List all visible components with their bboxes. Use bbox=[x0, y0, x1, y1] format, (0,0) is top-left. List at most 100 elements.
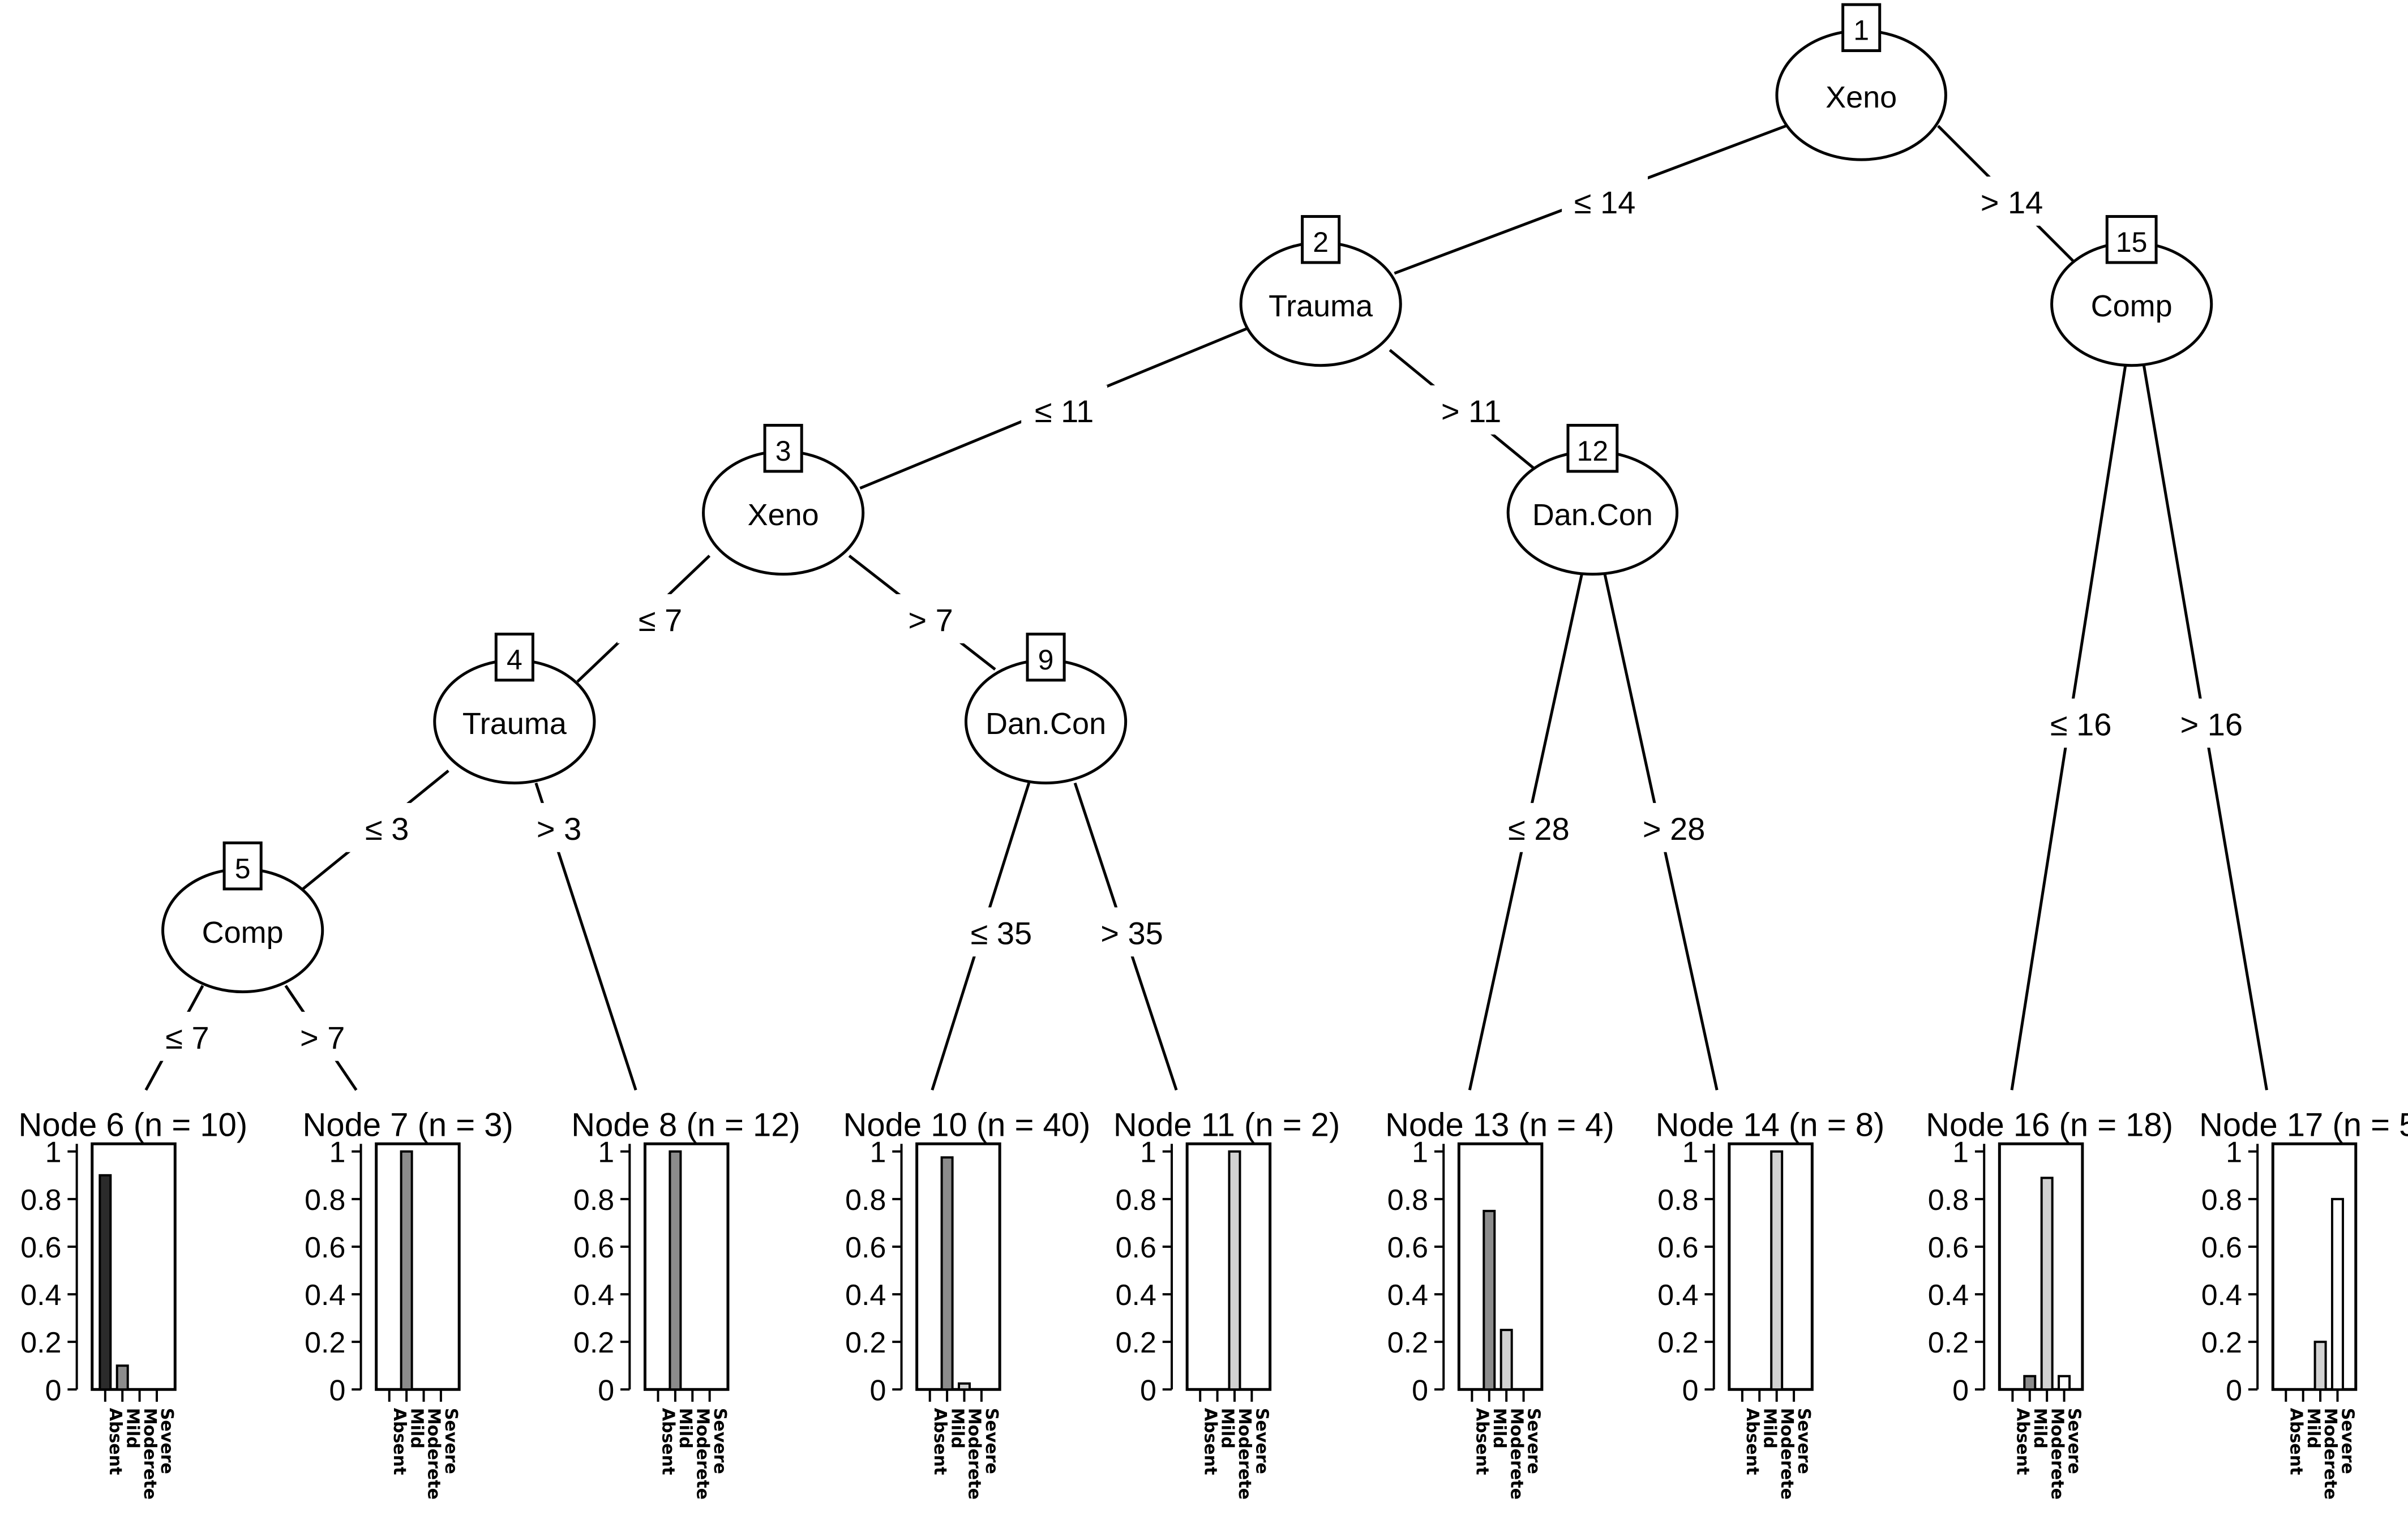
leaf-y-tick-label: 0.6 bbox=[1928, 1231, 1969, 1264]
leaf-category-label: Mild bbox=[406, 1408, 426, 1449]
leaf-y-tick-label: 0 bbox=[45, 1374, 62, 1407]
node-id-box bbox=[763, 424, 803, 473]
bar-mild bbox=[940, 1156, 954, 1391]
node-label: Xeno bbox=[1826, 80, 1897, 114]
leaf-category-label: Moderete bbox=[140, 1408, 160, 1500]
leaf-y-tick-label: 0.4 bbox=[573, 1279, 614, 1312]
leaf-y-tick-label: 1 bbox=[1682, 1136, 1699, 1169]
bar-moderete bbox=[2313, 1341, 2327, 1391]
leaf-y-tick-label: 0 bbox=[329, 1374, 346, 1407]
node-id: 4 bbox=[507, 644, 522, 676]
leaf-y-tick-label: 0.6 bbox=[845, 1231, 886, 1264]
bar-mild bbox=[669, 1150, 682, 1391]
leaf-title: Node 17 (n = 5) bbox=[2199, 1107, 2408, 1144]
edge-label-9-11: > 35 bbox=[1100, 916, 1163, 951]
edge-label-bg bbox=[888, 594, 974, 643]
leaf-y-tick-label: 1 bbox=[2226, 1136, 2242, 1169]
node-label: Xeno bbox=[748, 498, 819, 532]
leaf-category-label: Severe bbox=[1794, 1408, 1814, 1474]
leaf-title: Node 8 (n = 12) bbox=[571, 1107, 800, 1144]
leaf-y-tick-label: 0.8 bbox=[1116, 1184, 1156, 1217]
leaf-y-tick-label: 0.4 bbox=[1657, 1279, 1698, 1312]
leaf-category-label: Severe bbox=[982, 1408, 1001, 1474]
node-id-box bbox=[1566, 424, 1619, 473]
leaf-title: Node 7 (n = 3) bbox=[302, 1107, 513, 1144]
leaf-title: Node 13 (n = 4) bbox=[1385, 1107, 1614, 1144]
leaf-category-label: Absent bbox=[2286, 1408, 2306, 1475]
edge-label-5-6: ≤ 7 bbox=[165, 1020, 209, 1055]
edge-label-2-12: > 11 bbox=[1441, 393, 1501, 429]
edge-label-bg bbox=[617, 594, 704, 643]
leaf-category-label: Absent bbox=[1472, 1408, 1492, 1475]
bar-mild bbox=[400, 1150, 413, 1391]
leaf-y-tick-label: 0 bbox=[1140, 1374, 1156, 1407]
leaf-category-label: Severe bbox=[157, 1408, 177, 1474]
edge-label-4-5: ≤ 3 bbox=[365, 811, 409, 847]
leaf-title: Node 10 (n = 40) bbox=[843, 1107, 1090, 1144]
edge-label-bg bbox=[958, 907, 1044, 957]
node-id: 15 bbox=[2116, 226, 2148, 258]
edge-label-bg bbox=[144, 1011, 230, 1061]
edge-label-12-14: > 28 bbox=[1643, 811, 1706, 847]
leaf-y-tick-label: 0.4 bbox=[20, 1279, 61, 1312]
bar-moderete bbox=[958, 1382, 971, 1391]
inner-nodes: Xeno1Trauma2Xeno3Trauma4Comp5Dan.Con9Dan… bbox=[161, 3, 2213, 994]
leaf-y-tick-label: 1 bbox=[1140, 1136, 1156, 1169]
edge-label-bg bbox=[1089, 907, 1175, 957]
edge-label-12-13: ≤ 28 bbox=[1508, 811, 1570, 847]
node-id-box bbox=[2105, 215, 2158, 264]
node-label: Comp bbox=[202, 916, 284, 950]
leaf-y-tick-label: 0 bbox=[869, 1374, 886, 1407]
leaf-y-tick-label: 1 bbox=[869, 1136, 886, 1169]
leaf-category-label: Mild bbox=[122, 1408, 142, 1449]
edge-label-bg bbox=[2038, 698, 2124, 748]
leaf-y-tick-label: 0.6 bbox=[2201, 1231, 2242, 1264]
node-id: 9 bbox=[1038, 644, 1054, 676]
leaf-category-label: Moderete bbox=[1777, 1408, 1797, 1500]
leaf-category-label: Mild bbox=[1759, 1408, 1779, 1449]
leaf-y-tick-label: 0.4 bbox=[2201, 1279, 2242, 1312]
leaf-node-13: Node 13 (n = 4)10.80.60.40.20AbsentMildM… bbox=[1385, 1107, 1614, 1500]
bar-moderete bbox=[2040, 1177, 2054, 1391]
leaf-category-label: Moderete bbox=[2320, 1408, 2340, 1500]
leaf-y-tick-label: 0.2 bbox=[305, 1326, 345, 1359]
edge-label-bg bbox=[1631, 802, 1717, 852]
bar-mild bbox=[2023, 1375, 2037, 1391]
edge-label-bg bbox=[1428, 385, 1515, 435]
edge-label-9-10: ≤ 35 bbox=[971, 916, 1032, 951]
leaf-y-tick-label: 0.2 bbox=[845, 1326, 886, 1359]
bar-moderete bbox=[1499, 1329, 1513, 1391]
bar-severe bbox=[2058, 1375, 2071, 1391]
leaf-y-tick-label: 0.8 bbox=[1387, 1184, 1428, 1217]
leaf-category-label: Mild bbox=[947, 1408, 967, 1449]
leaf-y-tick-label: 0.2 bbox=[1657, 1326, 1698, 1359]
leaf-y-tick-label: 0.8 bbox=[573, 1184, 614, 1217]
bar-moderete bbox=[1228, 1150, 1241, 1391]
node-id: 3 bbox=[775, 435, 791, 467]
leaf-node-11: Node 11 (n = 2)10.80.60.40.20AbsentMildM… bbox=[1113, 1107, 1340, 1500]
node-id: 5 bbox=[235, 853, 251, 885]
node-3: Xeno 3 bbox=[702, 424, 865, 576]
leaf-y-tick-label: 0 bbox=[2226, 1374, 2242, 1407]
leaf-category-label: Mild bbox=[1218, 1408, 1237, 1449]
leaf-y-tick-label: 0 bbox=[1412, 1374, 1428, 1407]
node-id: 2 bbox=[1313, 226, 1329, 258]
leaf-category-label: Moderete bbox=[424, 1408, 444, 1500]
leaf-category-label: Moderete bbox=[1506, 1408, 1526, 1500]
leaf-category-label: Absent bbox=[658, 1408, 678, 1475]
leaf-category-label: Absent bbox=[1200, 1408, 1220, 1475]
edge-label-3-4: ≤ 7 bbox=[639, 602, 682, 638]
leaf-y-tick-label: 0.4 bbox=[305, 1279, 345, 1312]
node-id-box bbox=[1301, 215, 1341, 264]
leaf-title: Node 16 (n = 18) bbox=[1926, 1107, 2173, 1144]
leaf-y-tick-label: 0.2 bbox=[573, 1326, 614, 1359]
edge-label-15-17: > 16 bbox=[2180, 707, 2243, 742]
leaf-category-label: Moderete bbox=[1235, 1408, 1254, 1500]
leaf-y-tick-label: 0.6 bbox=[573, 1231, 614, 1264]
edge-labels: ≤ 14> 14≤ 11> 11≤ 7> 7≤ 3> 3≤ 7> 7≤ 35> … bbox=[144, 176, 2255, 1061]
leaf-y-tick-label: 0.4 bbox=[1387, 1279, 1428, 1312]
leaf-y-tick-label: 0.6 bbox=[305, 1231, 345, 1264]
